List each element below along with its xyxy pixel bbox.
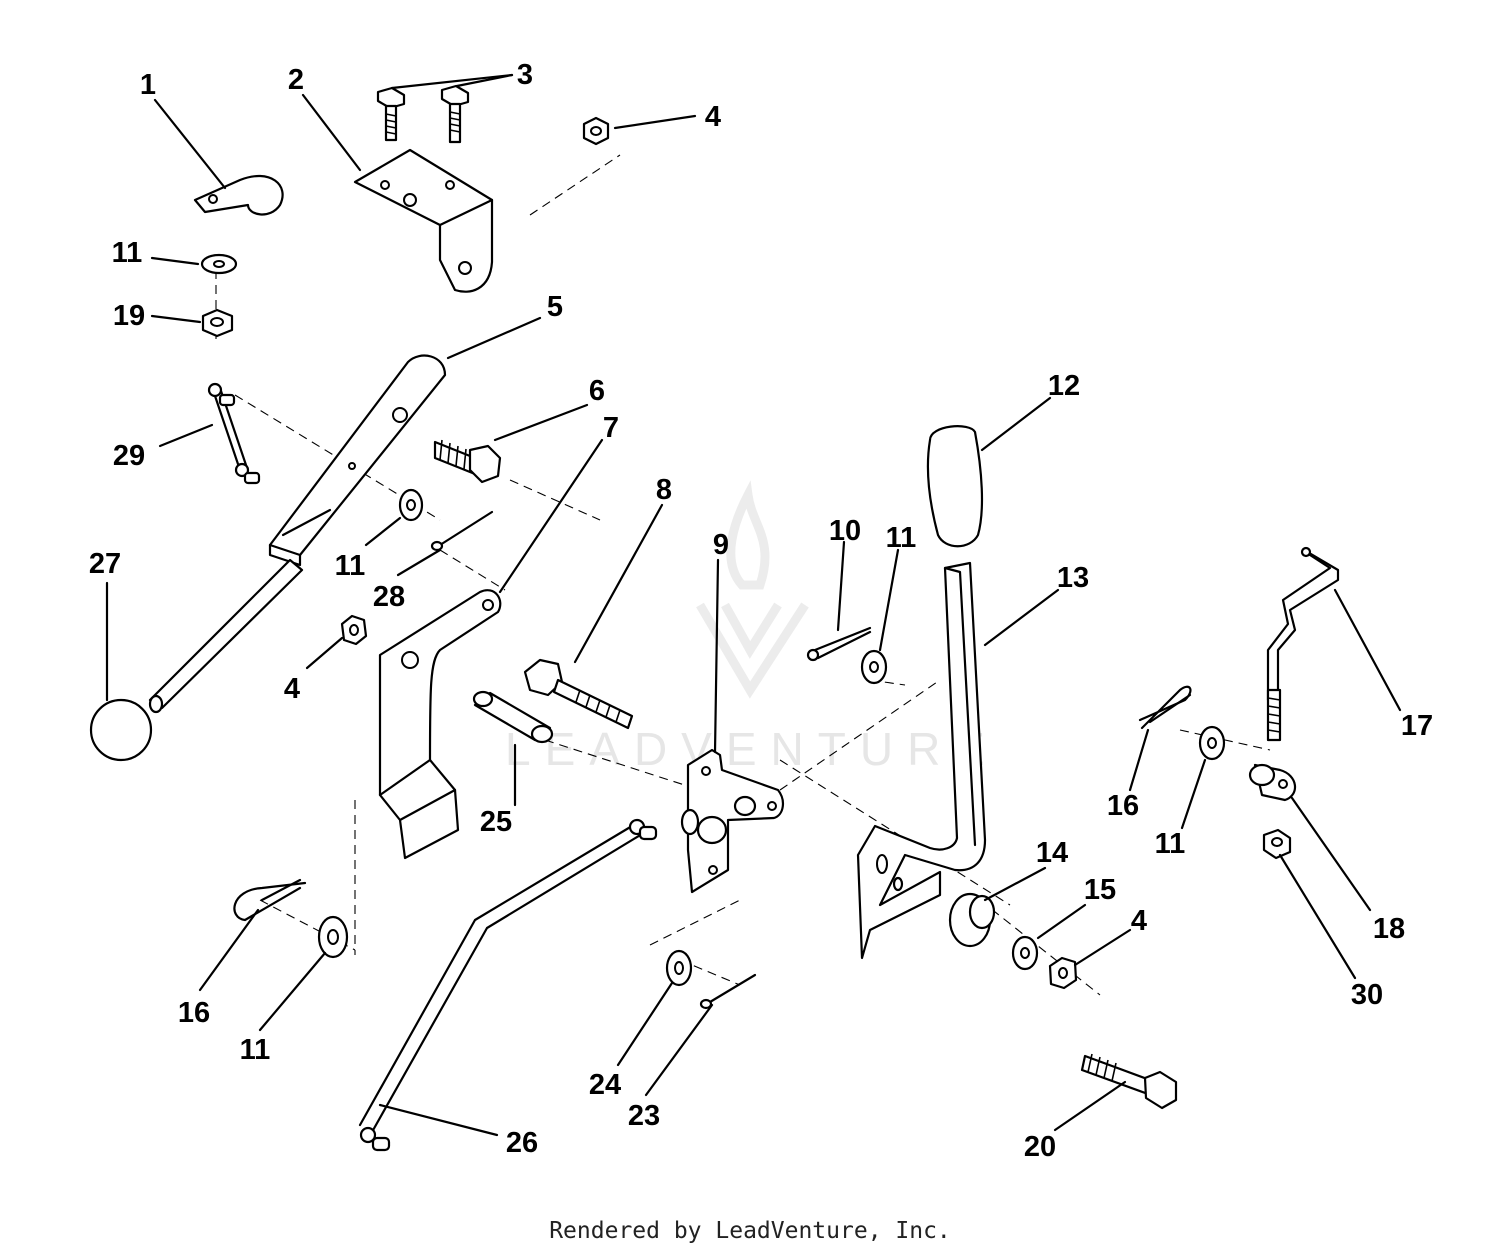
callout-25: 25 bbox=[480, 806, 512, 838]
callout-13: 13 bbox=[1057, 562, 1089, 594]
part-23-cotter-pin bbox=[699, 973, 757, 1010]
part-12-grip bbox=[926, 425, 984, 548]
callout-29: 29 bbox=[113, 440, 145, 472]
part-25-sleeve bbox=[472, 690, 554, 744]
part-11-washer-b bbox=[398, 488, 424, 522]
part-11-washer-d bbox=[860, 649, 888, 685]
callout-16-b: 16 bbox=[1107, 790, 1139, 822]
callout-10: 10 bbox=[829, 515, 861, 547]
callout-28: 28 bbox=[373, 581, 405, 613]
callout-26: 26 bbox=[506, 1127, 538, 1159]
callout-14: 14 bbox=[1036, 837, 1068, 869]
part-24-washer bbox=[665, 949, 693, 987]
callout-11-b: 11 bbox=[335, 550, 366, 582]
callout-23: 23 bbox=[628, 1100, 660, 1132]
leader-lines bbox=[105, 73, 1402, 1137]
callout-9: 9 bbox=[713, 529, 729, 561]
callout-18: 18 bbox=[1373, 913, 1405, 945]
callout-3: 3 bbox=[517, 59, 533, 91]
watermark-text: LEADVENTURE bbox=[505, 723, 999, 775]
part-10-cotter-pin bbox=[806, 626, 872, 662]
part-26-rod bbox=[358, 818, 658, 1152]
callout-labels: 1 2 3 4 4 4 5 6 7 8 9 10 11 11 11 11 11 … bbox=[89, 59, 1433, 1163]
part-13-lever bbox=[856, 561, 987, 960]
part-7-plate bbox=[378, 589, 502, 860]
callout-30: 30 bbox=[1351, 979, 1383, 1011]
callout-11-a: 11 bbox=[112, 237, 143, 269]
callout-20: 20 bbox=[1024, 1131, 1056, 1163]
watermark: LEADVENTURE bbox=[505, 480, 999, 775]
part-28-cotter-pin bbox=[430, 510, 494, 552]
part-14-bushing bbox=[948, 892, 996, 948]
callout-27: 27 bbox=[89, 548, 121, 580]
callout-24: 24 bbox=[589, 1069, 621, 1101]
part-20-bolt bbox=[1080, 1053, 1178, 1110]
part-30-nut bbox=[1262, 828, 1292, 860]
callout-17: 17 bbox=[1401, 710, 1433, 742]
part-29-link bbox=[207, 382, 261, 485]
part-5-lever bbox=[148, 354, 447, 714]
part-3-bolts bbox=[376, 84, 470, 144]
assembly-lines bbox=[215, 154, 1271, 996]
callout-7: 7 bbox=[603, 412, 619, 444]
callout-6: 6 bbox=[589, 375, 605, 407]
part-11-washer-e bbox=[1198, 725, 1226, 761]
callout-19: 19 bbox=[113, 300, 145, 332]
part-15-washer bbox=[1011, 935, 1039, 971]
callout-11-d: 11 bbox=[886, 522, 917, 554]
part-1-clip bbox=[193, 174, 284, 216]
callout-1: 1 bbox=[140, 69, 156, 101]
part-4-nut-middle bbox=[340, 614, 368, 646]
callout-4-middle: 4 bbox=[284, 673, 300, 705]
part-9-bracket-plate bbox=[680, 748, 784, 894]
part-16-hairpin-b bbox=[1138, 685, 1192, 730]
part-4-nut-top bbox=[582, 116, 610, 146]
callout-4-top: 4 bbox=[705, 101, 721, 133]
callout-16-a: 16 bbox=[178, 997, 210, 1029]
part-17-rod bbox=[1266, 546, 1340, 742]
part-11-washer-c bbox=[317, 915, 349, 959]
footer-credit: Rendered by LeadVenture, Inc. bbox=[549, 1218, 951, 1244]
callout-11-e: 11 bbox=[1155, 828, 1186, 860]
callout-5: 5 bbox=[547, 291, 563, 323]
part-27-knob bbox=[89, 698, 153, 762]
part-4-nut-lower bbox=[1048, 956, 1078, 990]
part-19-nut bbox=[201, 308, 234, 338]
part-2-bracket bbox=[353, 148, 494, 293]
callout-4-lower: 4 bbox=[1131, 905, 1147, 937]
callout-15: 15 bbox=[1084, 874, 1116, 906]
callout-8: 8 bbox=[656, 474, 672, 506]
part-11-washer-a bbox=[200, 253, 238, 275]
callout-11-c: 11 bbox=[240, 1034, 271, 1066]
part-6-bolt bbox=[433, 439, 502, 484]
part-8-bolt bbox=[523, 658, 634, 730]
part-18-swivel bbox=[1248, 763, 1296, 802]
callout-12: 12 bbox=[1048, 370, 1080, 402]
part-16-hairpin-a bbox=[233, 878, 307, 922]
callout-2: 2 bbox=[288, 64, 304, 96]
